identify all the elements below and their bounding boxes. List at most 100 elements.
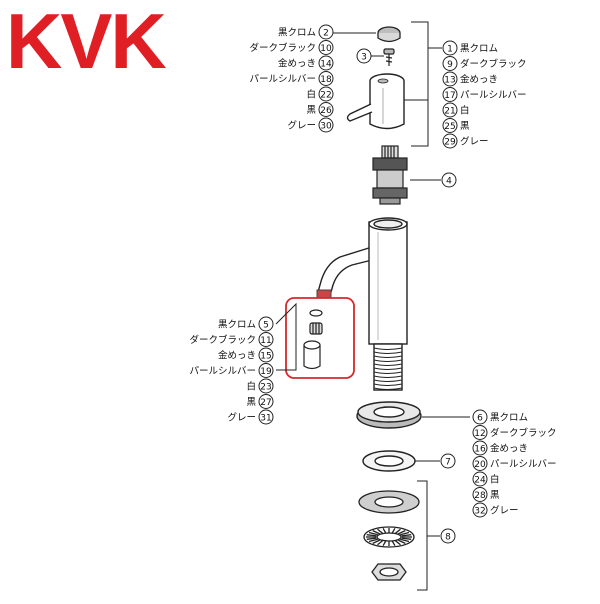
flange-callout-32: 32 <box>472 502 488 518</box>
handle-callout-21: 21 <box>442 102 458 118</box>
callout-number: 27 <box>260 398 271 408</box>
handle_cap-label-14: 金めっき <box>278 58 316 70</box>
callout-number: 30 <box>320 122 332 132</box>
spout_tip-label-19: パールシルバー <box>189 366 256 377</box>
flange-part <box>356 401 422 429</box>
flange-label-6: 黒クロム <box>490 413 528 424</box>
handle-callout-13: 13 <box>442 71 458 87</box>
shank-threads <box>373 347 403 390</box>
leader-lines <box>275 21 470 591</box>
handle-label-17: パールシルバー <box>460 90 527 101</box>
callout-number: 11 <box>260 336 271 346</box>
callout-number: 14 <box>320 60 332 70</box>
callout-number: 6 <box>477 414 483 424</box>
spout_tip-callout-31: 31 <box>258 409 274 425</box>
flange-label-12: ダークブラック <box>490 427 557 439</box>
callout-number: 8 <box>445 533 451 543</box>
handle_cap-label-10: ダークブラック <box>249 42 316 54</box>
handle_cap-callout-18: 18 <box>318 71 334 86</box>
callout-number: 1 <box>447 45 453 55</box>
aerator-parts <box>303 309 323 370</box>
spout_tip-label-15: 金めっき <box>218 350 256 362</box>
gasket-part <box>362 450 416 472</box>
flange-label-16: 金めっき <box>490 443 528 455</box>
handle_cap-label-26: 黒 <box>306 105 316 116</box>
handle-callout-9: 9 <box>442 56 458 71</box>
flange-label-32: グレー <box>490 505 519 517</box>
handle_cap-callout-30: 30 <box>318 117 334 133</box>
flange-callout-6: 6 <box>472 409 488 425</box>
callout-number: 9 <box>447 60 453 70</box>
cartridge-callout: 4 <box>441 172 457 188</box>
faucet-body-part <box>316 217 408 391</box>
callout-number: 21 <box>444 107 455 117</box>
screw-callout: 3 <box>356 48 372 64</box>
handle_cap-label-30: グレー <box>287 120 316 132</box>
callout-number: 2 <box>323 29 329 39</box>
handle-cap-part <box>377 26 401 43</box>
callout-number: 5 <box>263 321 269 331</box>
handle_cap-label-2: 黒クロム <box>278 28 316 39</box>
callout-number: 17 <box>444 91 455 101</box>
flange-label-28: 黒 <box>490 490 500 501</box>
handle_cap-callout-10: 10 <box>318 40 334 55</box>
callout-number: 23 <box>260 383 271 393</box>
spout_tip-callout-5: 5 <box>258 316 274 332</box>
callout-number: 18 <box>320 75 332 85</box>
callout-number: 3 <box>361 53 367 63</box>
flange-callout-24: 24 <box>472 471 488 487</box>
callout-number: 16 <box>474 445 486 455</box>
handle-label-25: 黒 <box>460 121 470 132</box>
callout-number: 19 <box>260 367 272 377</box>
callout-number: 26 <box>320 106 332 116</box>
callout-number: 15 <box>260 352 271 362</box>
callout-number: 20 <box>474 460 486 470</box>
handle-callout-17: 17 <box>442 87 458 102</box>
handle_cap-label-18: パールシルバー <box>249 74 316 85</box>
callout-number: 25 <box>444 122 455 132</box>
callout-number: 7 <box>445 458 451 468</box>
handle-label-9: ダークブラック <box>460 58 527 70</box>
flange-label-20: パールシルバー <box>490 459 557 470</box>
flange-callout-16: 16 <box>472 440 488 456</box>
handle_cap-callout-26: 26 <box>318 102 334 117</box>
callout-number: 31 <box>260 414 271 424</box>
handle-callout-25: 25 <box>442 118 458 133</box>
flange-callout-28: 28 <box>472 487 488 502</box>
spout_tip-label-27: 黒 <box>246 397 256 408</box>
spout_tip-callout-27: 27 <box>258 394 274 409</box>
callout-number: 24 <box>474 476 486 486</box>
callout-number: 4 <box>446 177 452 187</box>
kvk-logo: KVK <box>6 0 167 85</box>
callout-number: 28 <box>474 491 486 501</box>
handle_cap-callout-22: 22 <box>318 86 334 102</box>
flange-callout-12: 12 <box>472 425 488 440</box>
callout-number: 13 <box>444 76 455 86</box>
flange-callout-20: 20 <box>472 456 488 471</box>
callout-number: 32 <box>474 507 485 517</box>
spout_tip-callout-15: 15 <box>258 347 274 363</box>
callout-number: 12 <box>474 429 485 439</box>
flange-label-24: 白 <box>490 474 500 486</box>
handle_cap-label-22: 白 <box>306 89 316 101</box>
gasket-callout: 7 <box>440 453 456 469</box>
spout_tip-callout-11: 11 <box>258 332 274 347</box>
handle_cap-callout-14: 14 <box>318 55 334 71</box>
callout-number: 22 <box>320 91 331 101</box>
cartridge-part <box>372 145 408 205</box>
handle-callout-29: 29 <box>442 133 458 149</box>
handle-part <box>346 73 405 130</box>
handle_cap-callout-2: 2 <box>318 24 334 40</box>
handle-callout-1: 1 <box>442 40 458 56</box>
handle-label-21: 白 <box>460 105 470 117</box>
mount-set-callout: 8 <box>440 528 456 544</box>
screw-part <box>383 48 395 66</box>
mounting-set-part <box>358 490 420 581</box>
callout-number: 10 <box>320 44 332 54</box>
handle-label-13: 金めっき <box>460 74 498 86</box>
spout_tip-label-23: 白 <box>246 381 256 393</box>
callout-number: 29 <box>444 138 456 148</box>
spout_tip-callout-23: 23 <box>258 378 274 394</box>
